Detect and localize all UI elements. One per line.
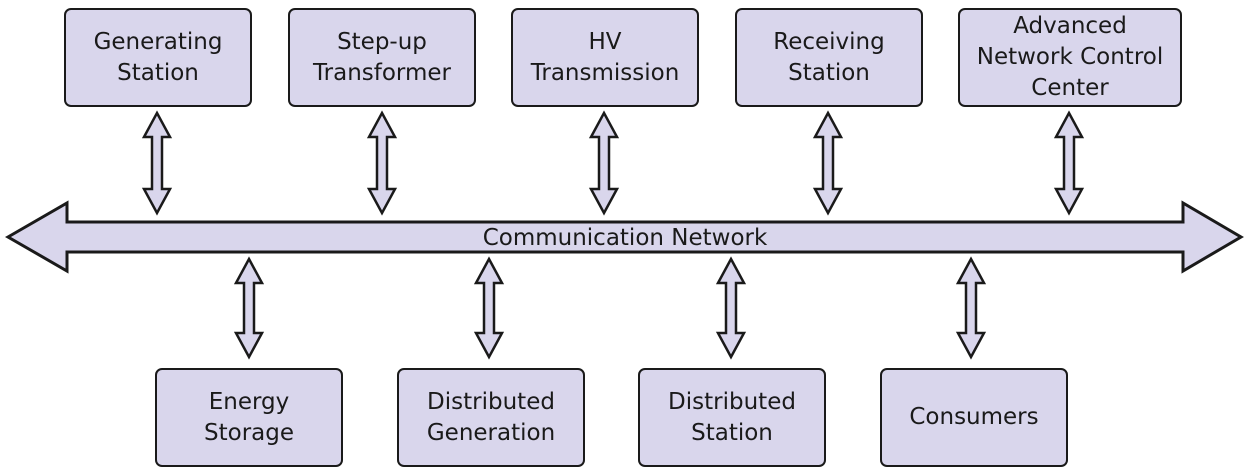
top-link-arrow-2 — [588, 110, 620, 216]
distributed-generation-box: Distributed Generation — [397, 368, 585, 467]
distributed-station-label: Distributed Station — [668, 388, 796, 446]
distributed-station-box: Distributed Station — [638, 368, 826, 467]
advanced-network-control-center-box: Advanced Network Control Center — [958, 8, 1182, 107]
energy-storage-box: Energy Storage — [155, 368, 343, 467]
receiving-station-label: Receiving Station — [773, 28, 885, 86]
top-link-arrow-0 — [141, 110, 173, 216]
advanced-network-control-center-label: Advanced Network Control Center — [976, 13, 1164, 101]
bottom-link-arrow-1 — [473, 256, 505, 360]
communication-network-label: Communication Network — [482, 225, 768, 251]
step-up-transformer-box: Step-up Transformer — [288, 8, 476, 107]
top-link-arrow-3 — [812, 110, 844, 216]
hv-transmission-label: HV Transmission — [530, 28, 680, 86]
generating-station-label: Generating Station — [93, 28, 223, 86]
hv-transmission-box: HV Transmission — [511, 8, 699, 107]
step-up-transformer-label: Step-up Transformer — [312, 28, 451, 86]
bottom-link-arrow-0 — [233, 256, 265, 360]
consumers-box: Consumers — [880, 368, 1068, 467]
energy-storage-label: Energy Storage — [204, 388, 294, 446]
bottom-link-arrow-2 — [715, 256, 747, 360]
distributed-generation-label: Distributed Generation — [426, 388, 556, 446]
bidirectional-arrows — [141, 110, 1085, 360]
generating-station-box: Generating Station — [64, 8, 252, 107]
top-link-arrow-1 — [366, 110, 398, 216]
bottom-link-arrow-3 — [955, 256, 987, 360]
top-link-arrow-4 — [1053, 110, 1085, 216]
consumers-label: Consumers — [909, 404, 1039, 430]
receiving-station-box: Receiving Station — [735, 8, 923, 107]
communication-bus-arrow — [4, 200, 1244, 274]
